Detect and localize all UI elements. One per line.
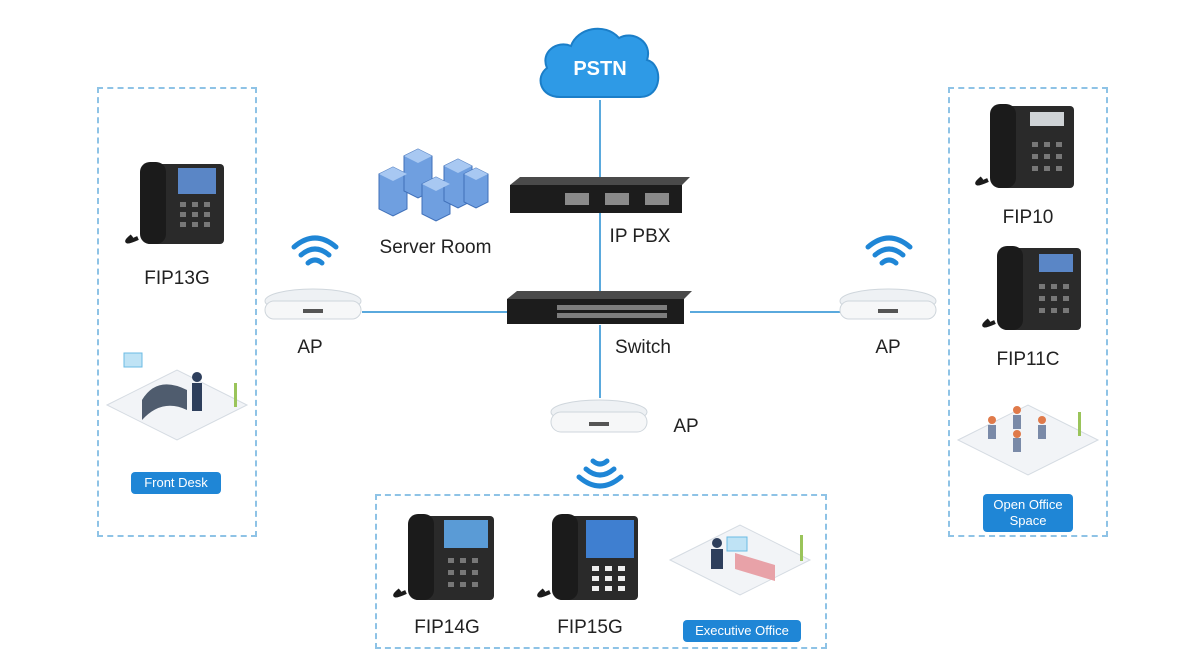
desk-phone-icon: [537, 514, 638, 600]
phone-fip14g-label: FIP14G: [414, 617, 480, 638]
phone-fip15g-label: FIP15G: [557, 617, 623, 638]
desk-phone-icon: [982, 246, 1081, 330]
desk-phone-icon: [975, 104, 1074, 188]
open-office-tag-line2: Space: [1009, 513, 1047, 528]
server-rack-icon: [378, 148, 489, 222]
access-point-icon: [550, 399, 648, 433]
executive-office-illustration: [668, 524, 812, 596]
ip-pbx-label: IP PBX: [609, 226, 671, 247]
open-office-zone: [948, 87, 1108, 537]
pbx-icon: [510, 177, 690, 213]
open-office-tag-line1: Open Office: [993, 497, 1063, 512]
switch-icon: [507, 291, 692, 324]
access-point-icon: [264, 288, 362, 320]
phone-fip13g-label: FIP13G: [144, 268, 210, 289]
wifi-icon: [291, 235, 339, 266]
open-office-tag: Open Office Space: [983, 494, 1073, 532]
server-room-label: Server Room: [379, 237, 492, 258]
ap-bottom-label: AP: [673, 416, 699, 437]
executive-office-zone: [375, 494, 827, 649]
phone-fip10-label: FIP10: [1002, 207, 1054, 228]
wifi-icon: [865, 235, 913, 266]
access-point-icon: [839, 288, 937, 320]
open-office-illustration: [956, 404, 1100, 476]
pstn-label: PSTN: [573, 58, 627, 80]
desk-phone-icon: [125, 162, 224, 244]
front-desk-illustration: [105, 352, 249, 441]
switch-label: Switch: [615, 337, 671, 358]
front-desk-zone: [97, 87, 257, 537]
desk-phone-icon: [393, 514, 494, 600]
executive-office-tag: Executive Office: [683, 620, 801, 642]
phone-fip11c-label: FIP11C: [996, 349, 1060, 370]
wifi-icon: [576, 458, 624, 489]
ap-left-label: AP: [297, 337, 323, 358]
ap-right-label: AP: [875, 337, 901, 358]
front-desk-tag: Front Desk: [131, 472, 221, 494]
cloud-icon: [539, 27, 660, 98]
